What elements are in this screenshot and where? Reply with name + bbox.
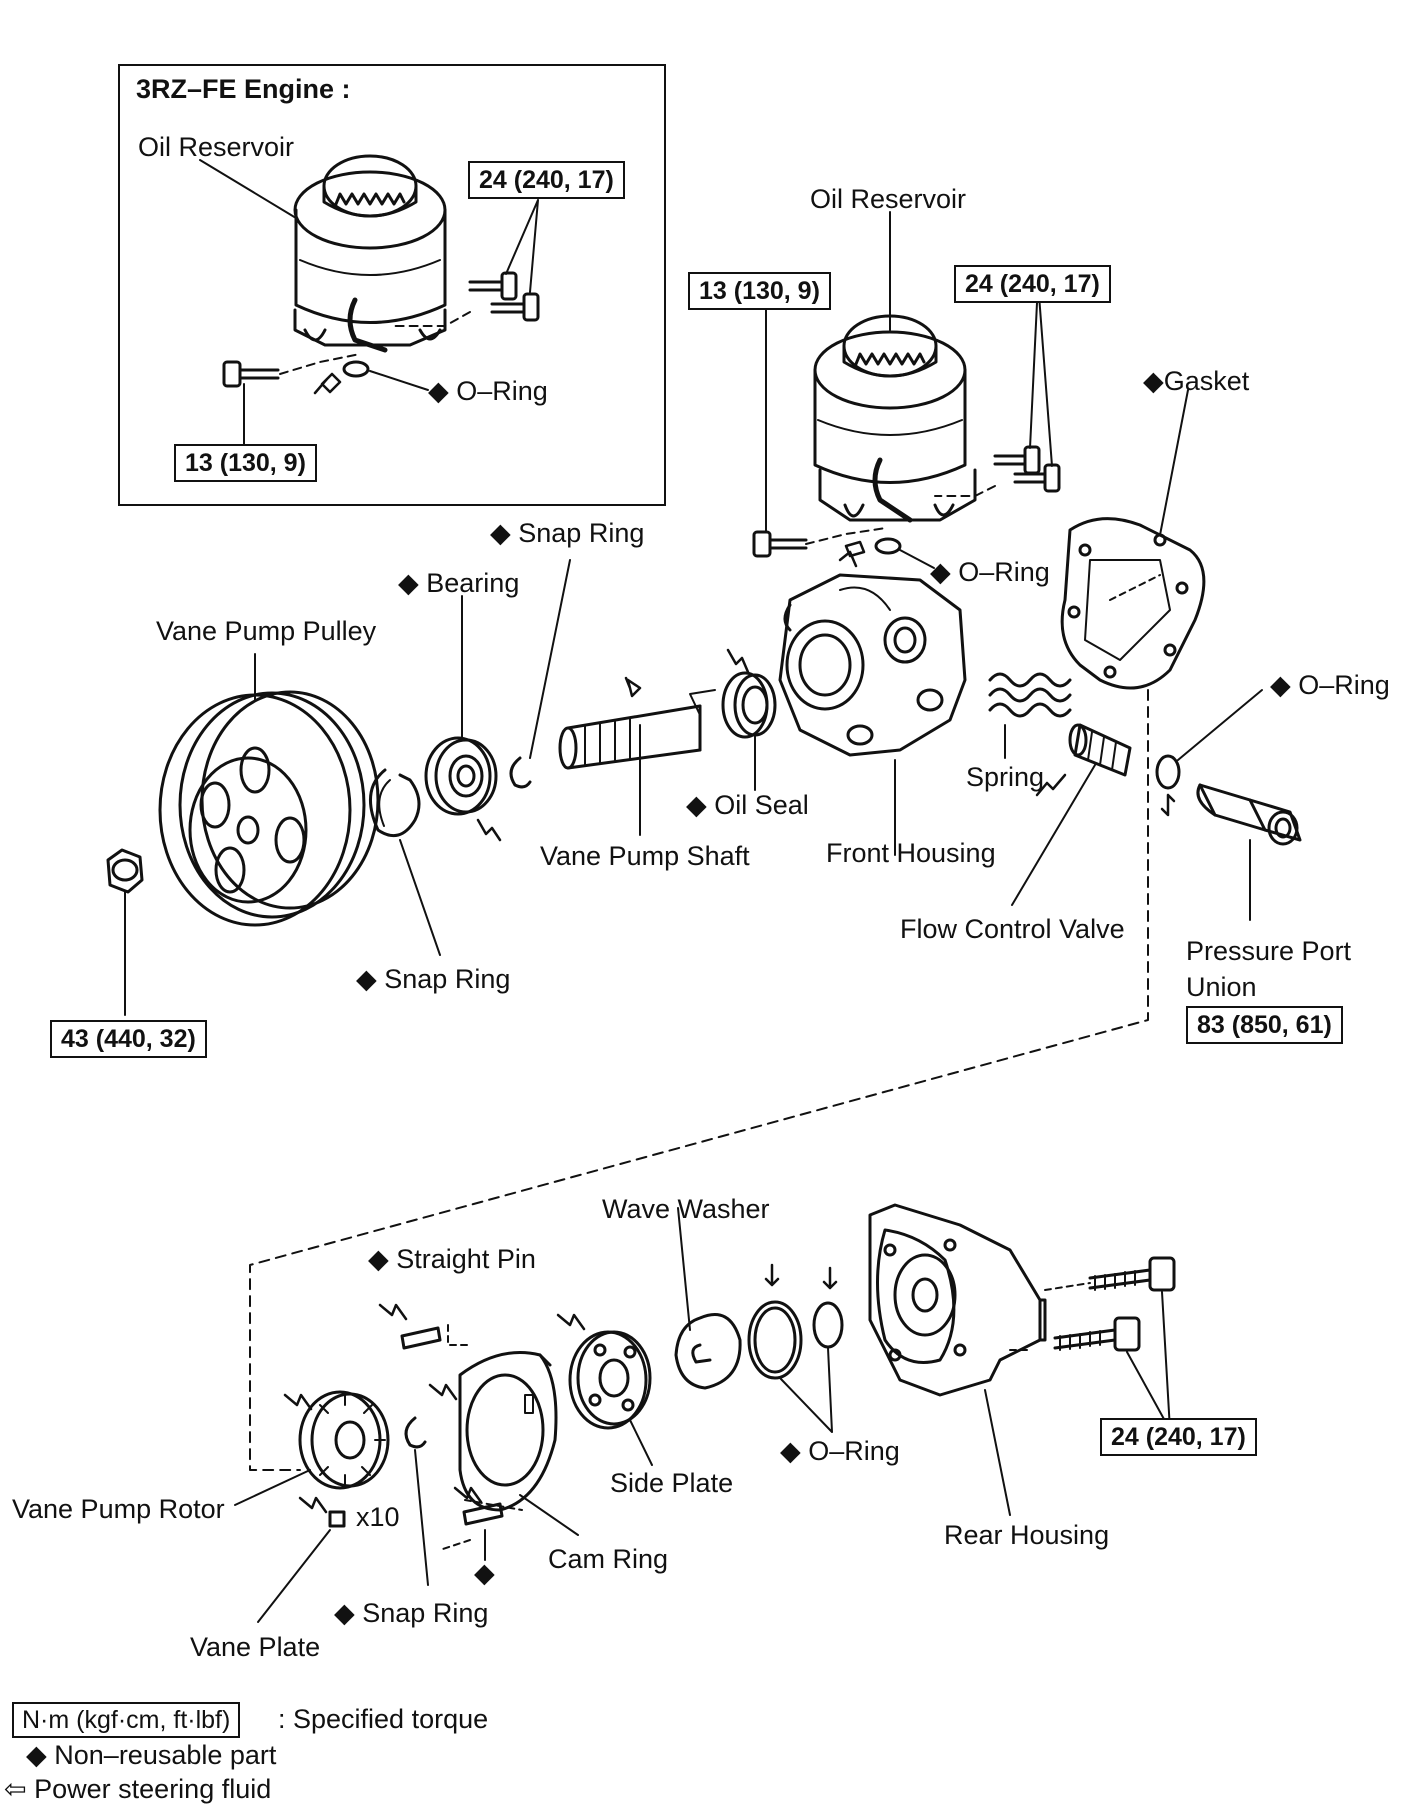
main-reservoir-bolts [752,445,1061,558]
vane-pump-pulley-label: Vane Pump Pulley [156,616,377,646]
torque-reservoir-left: 13 (130, 9) [688,272,831,310]
bearing-drawing [424,595,502,842]
snap-ring-lower-drawing [404,1416,429,1586]
wave-washer-label: Wave Washer [602,1194,770,1224]
torque-rear-housing-bolts: 24 (240, 17) [1100,1418,1257,1456]
torque-pulley-nut: 43 (440, 32) [50,1020,207,1058]
side-plate-label: Side Plate [610,1468,734,1498]
legend-torque-box: N·m (kgf·cm, ft·lbf) [12,1702,241,1738]
assembly-axis-dashed [249,689,1149,1471]
rear-housing-bolts-drawing [1044,1256,1176,1431]
vane-pump-pulley-drawing [158,653,380,927]
spring-label: Spring [966,762,1045,792]
gasket-drawing [1060,389,1206,690]
front-housing-drawing [778,550,967,856]
snap-ring-top-drawing [509,559,571,789]
flow-control-valve-label: Flow Control Valve [900,914,1125,944]
cam-ring-drawing [428,1351,579,1536]
side-plate-drawing [556,1313,653,1466]
legend-torque-text: : Specified torque [278,1704,489,1734]
cam-ring-label: Cam Ring [548,1544,669,1574]
snap-ring-pulley-label: ◆ Snap Ring [356,964,511,994]
legend-nonreusable: ◆ Non–reusable part [26,1740,277,1770]
wave-washer-drawing [674,1207,742,1390]
vane-pump-shaft-label: Vane Pump Shaft [540,841,750,871]
main-oil-reservoir-drawing [813,314,977,523]
vane-plate-label: Vane Plate [190,1632,321,1662]
inset-leader-lines [199,159,539,445]
x10-label: x10 [356,1502,400,1532]
pressure-port-union-label-line2: Union [1186,972,1257,1002]
oil-seal-label: ◆ Oil Seal [686,790,809,820]
inset-torque-top: 24 (240, 17) [468,161,625,199]
rear-housing-drawing [868,1203,1047,1516]
straight-pin-label: ◆ Straight Pin [368,1244,536,1274]
spring-drawing [988,672,1072,759]
inset-title: 3RZ–FE Engine : [136,74,351,104]
pulley-nut-drawing [106,848,144,1016]
pressure-port-union-drawing [1196,783,1302,921]
inset-oil-reservoir-drawing [293,154,447,353]
inset-3rz-fe-engine [118,64,666,506]
vane-pump-rotor-label: Vane Pump Rotor [12,1494,225,1524]
o-ring-port-label: ◆ O–Ring [1270,670,1390,700]
inset-torque-bottom: 13 (130, 9) [174,444,317,482]
o-ring-lower-drawing [747,1263,844,1433]
pressure-port-union-label-line1: Pressure Port [1186,936,1352,966]
flow-control-valve-drawing [1011,723,1132,906]
torque-pressure-port-union: 83 (850, 61) [1186,1006,1343,1044]
vane-pump-shaft-drawing [558,676,716,836]
main-reservoir-leaders [765,211,1053,569]
torque-reservoir-right: 24 (240, 17) [954,265,1111,303]
oil-seal-drawing [721,648,777,791]
oil-reservoir-label: Oil Reservoir [810,184,967,214]
inset-oil-reservoir-label: Oil Reservoir [138,132,295,162]
inset-o-ring-label: ◆ O–Ring [428,376,548,406]
inset-bolts [222,271,540,388]
vane-pump-rotor-drawing [234,1390,390,1506]
bearing-label: ◆ Bearing [398,568,520,598]
legend-fluid: ⇦ Power steering fluid [4,1774,272,1804]
rear-housing-label: Rear Housing [944,1520,1110,1550]
o-ring-lower-label: ◆ O–Ring [780,1436,900,1466]
snap-ring-top-label: ◆ Snap Ring [490,518,645,548]
straight-pin-diamond: ◆ [474,1558,495,1588]
o-ring-port-drawing [1155,689,1263,817]
vane-plate-drawing [257,1496,346,1623]
snap-ring-pulley-drawing [368,768,441,956]
snap-ring-lower-label: ◆ Snap Ring [334,1598,489,1628]
gasket-label: ◆Gasket [1143,366,1250,396]
o-ring-reservoir-label: ◆ O–Ring [930,557,1050,587]
front-housing-label: Front Housing [826,838,996,868]
straight-pin-drawing [378,1303,523,1561]
